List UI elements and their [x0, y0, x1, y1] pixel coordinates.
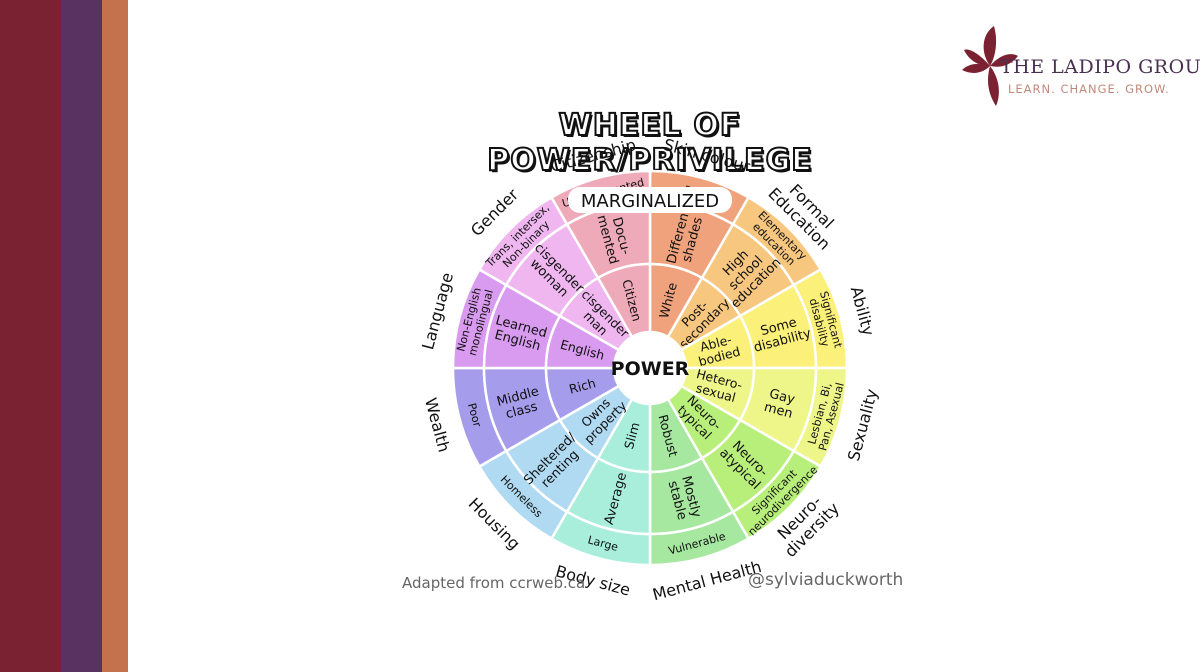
author-credit: @sylviaduckworth [748, 570, 904, 590]
category-label: Ability [847, 284, 878, 337]
category-label: Citizenship [548, 135, 638, 176]
category-label: Skin colour [662, 135, 753, 176]
sector-housing [477, 384, 634, 541]
category-label-line: Skin colour [662, 135, 753, 176]
category-label-line: Citizenship [548, 135, 638, 176]
outer-ring-label: Poor [465, 402, 484, 429]
purple-stripe [61, 0, 102, 672]
power-label: POWER [611, 358, 690, 380]
source-credit: Adapted from ccrweb.ca [402, 574, 586, 592]
middle-ring-label: Gaymen [762, 386, 798, 422]
category-label-line: Sexuality [844, 387, 881, 463]
outer-ring-label-line: Poor [465, 402, 484, 429]
ladipo-group-logo: THE LADIPO GROUP LEARN. CHANGE. GROW. [960, 22, 1200, 108]
leaf-logo-icon [962, 26, 1018, 106]
marginalized-label: MARGINALIZED [581, 191, 719, 212]
category-label: Language [418, 270, 457, 351]
logo-tagline: LEARN. CHANGE. GROW. [1008, 82, 1170, 96]
orange-stripe [102, 0, 128, 672]
sector-mental-health [648, 397, 751, 567]
inner-ring-label: Rich [567, 375, 597, 396]
inner-ring-label-line: Slim [621, 421, 642, 451]
logo-name: THE LADIPO GROUP [1000, 56, 1200, 78]
category-label-line: Ability [847, 284, 878, 337]
sector-ability [679, 267, 849, 370]
category-label-line: Language [418, 270, 457, 351]
category-label: Sexuality [844, 387, 881, 463]
middle-ring-label-line: men [762, 400, 794, 422]
marginalized-label-bg [568, 187, 732, 213]
category-label-line: Wealth [421, 396, 454, 454]
sector-neuro-diversity [666, 384, 823, 541]
category-label: Wealth [421, 396, 454, 454]
power-label-bg [612, 356, 688, 380]
middle-ring-label-line: Gay [768, 386, 797, 407]
inner-ring-label: Slim [621, 421, 642, 451]
maroon-stripe [0, 0, 61, 672]
inner-ring-label-line: Rich [567, 375, 597, 396]
